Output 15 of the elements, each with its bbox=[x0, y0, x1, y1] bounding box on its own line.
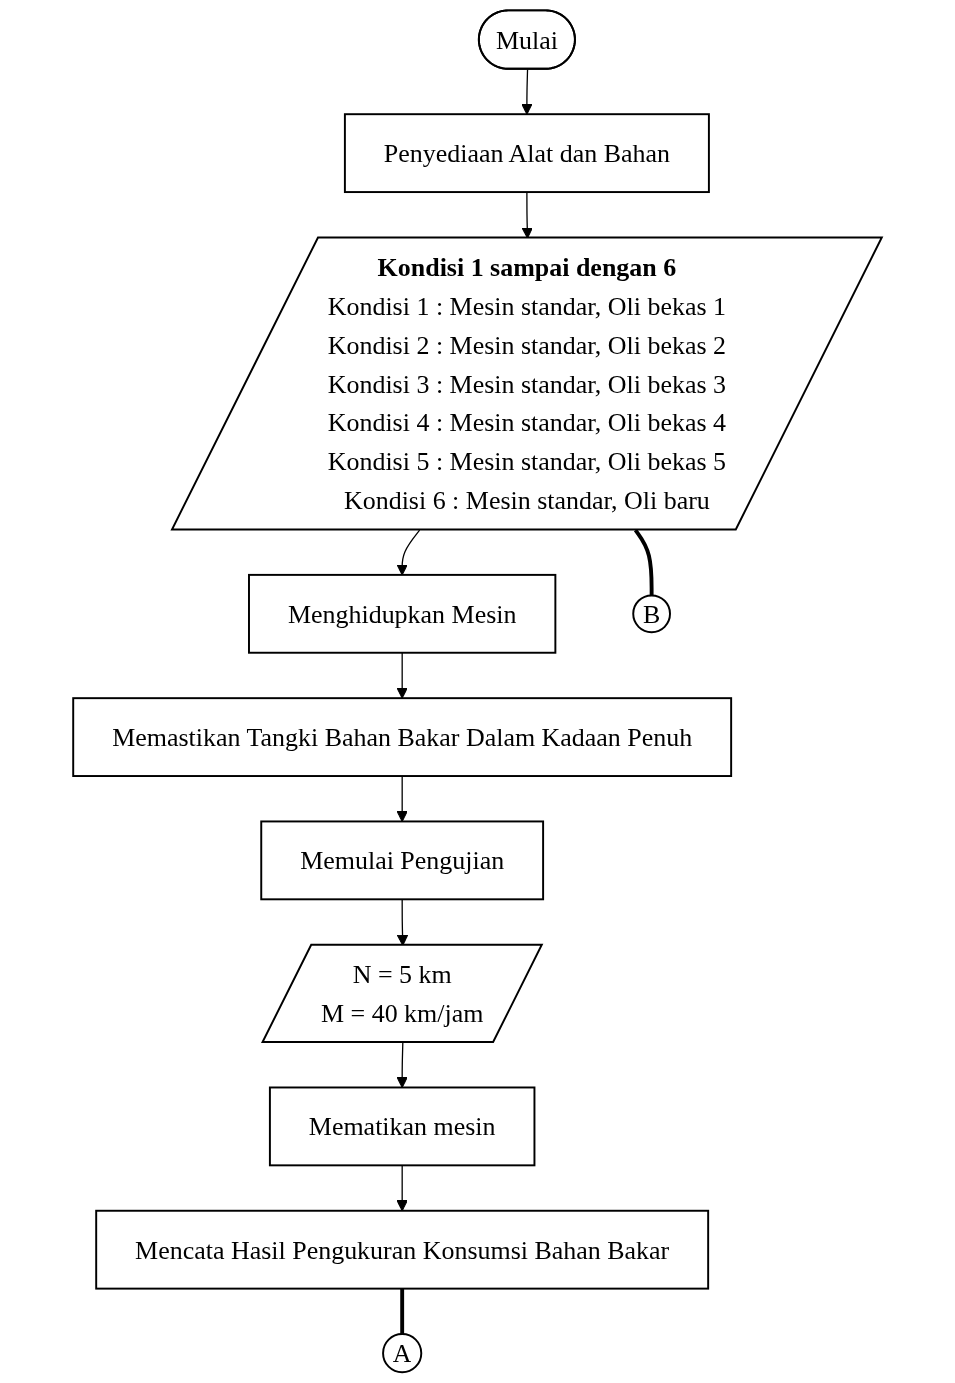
arrow bbox=[396, 775, 408, 822]
arrow bbox=[396, 529, 421, 576]
node-box bbox=[343, 113, 710, 194]
node-box bbox=[260, 820, 545, 901]
arrow bbox=[396, 652, 408, 699]
node-box bbox=[95, 1209, 710, 1290]
arrow bbox=[396, 1042, 408, 1088]
node-box bbox=[268, 1086, 536, 1167]
node-circle bbox=[382, 1333, 423, 1374]
node-circle bbox=[632, 594, 671, 634]
node-box bbox=[72, 697, 733, 777]
arrow bbox=[521, 68, 533, 115]
arrow bbox=[396, 1164, 408, 1212]
node-box bbox=[248, 573, 557, 654]
connector bbox=[400, 1288, 405, 1335]
